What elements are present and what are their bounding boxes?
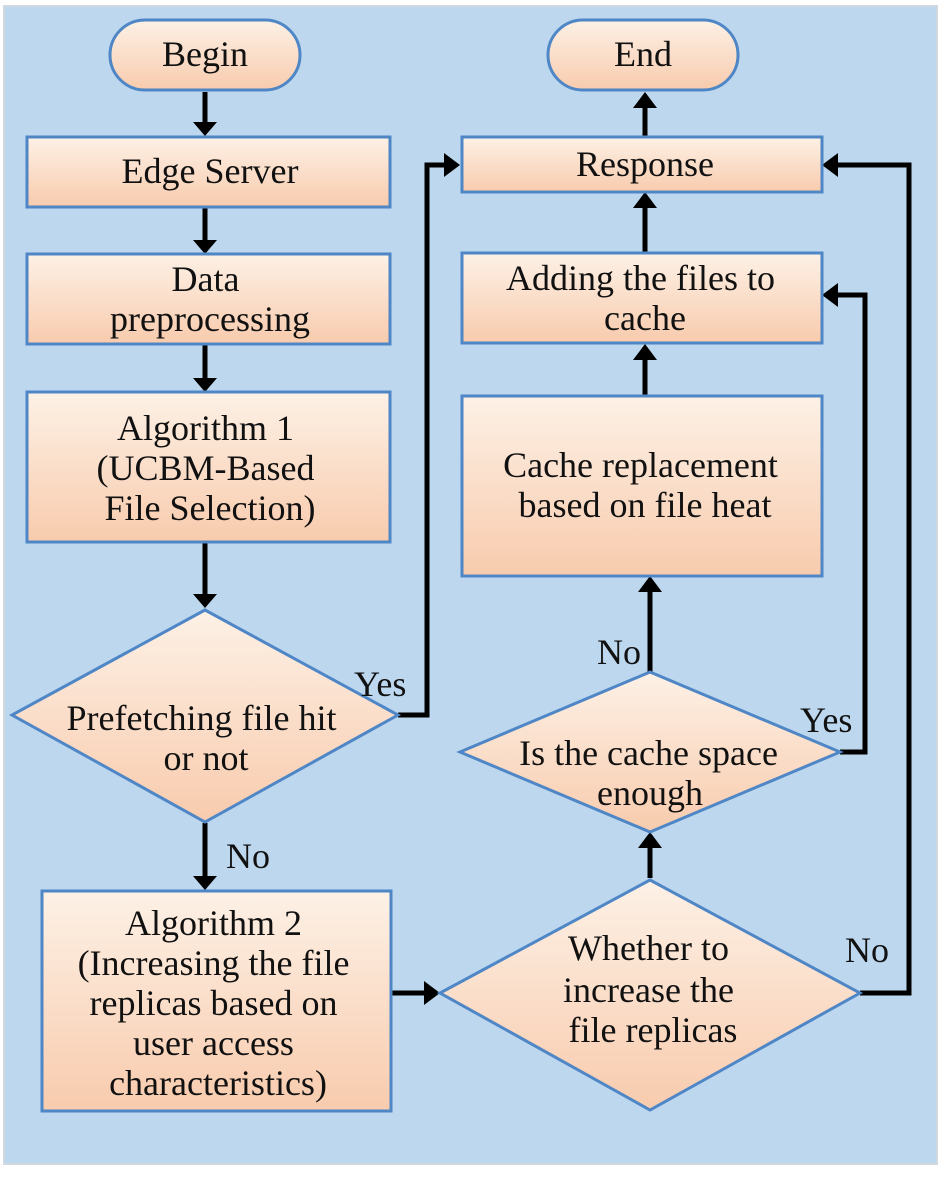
label-line: increase the <box>563 970 734 1010</box>
arrowhead <box>193 876 217 890</box>
label-line: File Selection) <box>105 488 316 528</box>
cache-space-no-label: No <box>597 632 641 672</box>
label-line: or not <box>164 738 249 778</box>
begin-terminal <box>108 18 302 92</box>
algorithm2-box <box>40 889 393 1113</box>
arrowhead <box>633 192 657 208</box>
algorithm2-label: Algorithm 2 (Increasing the file replica… <box>78 903 359 1103</box>
begin-label: Begin <box>162 34 248 74</box>
label-line: Algorithm 1 <box>117 408 294 448</box>
label-line: Adding the files to <box>506 258 775 298</box>
cache-replacement-label: Cache replacement based on file heat <box>503 445 787 525</box>
label-line: enough <box>597 773 703 813</box>
label-line: Response <box>576 144 714 184</box>
label-line: Prefetching file hit <box>67 698 337 738</box>
label-line: characteristics) <box>109 1063 327 1103</box>
label-line: replicas based on <box>90 983 338 1023</box>
arrowhead <box>638 832 662 848</box>
increase-replicas-decision-diamond <box>436 878 864 1112</box>
label-line: file replicas <box>569 1010 738 1050</box>
arrowhead <box>638 576 662 592</box>
response-label: Response <box>576 144 714 184</box>
edges <box>193 92 912 1005</box>
prefetch-decision-diamond <box>8 608 402 824</box>
arrowhead <box>822 283 838 307</box>
label-line: cache <box>604 298 686 338</box>
edge-cache-space-yes-to-adding-files <box>830 292 868 755</box>
prefetch-decision-label: Prefetching file hit or not <box>67 698 346 778</box>
prefetch-yes-label: Yes <box>354 664 406 704</box>
adding-files-label: Adding the files to cache <box>506 258 784 338</box>
arrowhead <box>193 240 217 254</box>
arrowhead <box>193 594 217 608</box>
label-line: (UCBM-Based <box>97 448 315 488</box>
increase-replicas-no-label: No <box>845 930 889 970</box>
algorithm1-box <box>25 390 392 544</box>
arrowhead <box>633 92 657 108</box>
adding-files-box <box>460 251 824 345</box>
node-labels: Begin End Edge Server Data preprocessing… <box>67 34 787 1103</box>
cache-space-yes-label: Yes <box>800 700 852 740</box>
cache-space-decision-diamond <box>456 670 844 834</box>
label-line: preprocessing <box>110 299 310 339</box>
cache-replacement-box <box>460 394 824 578</box>
label-line: End <box>614 34 672 74</box>
label-line: Cache replacement <box>503 445 778 485</box>
label-line: Edge Server <box>122 151 299 191</box>
label-line: Begin <box>162 34 248 74</box>
arrowhead <box>424 981 440 1005</box>
label-line: based on file heat <box>519 485 772 525</box>
arrowhead <box>633 344 657 360</box>
edge-increase-no-to-response <box>830 162 912 996</box>
end-terminal <box>546 18 740 92</box>
nodes <box>8 18 864 1113</box>
edge-labels: Yes No No Yes No <box>226 632 889 970</box>
arrowhead <box>193 122 217 136</box>
edge-server-label: Edge Server <box>122 151 299 191</box>
label-line: Is the cache space <box>519 733 778 773</box>
increase-replicas-decision-label: Whether to increase the file replicas <box>563 928 743 1050</box>
cache-space-decision-label: Is the cache space enough <box>519 733 787 813</box>
label-line: Data <box>172 259 240 299</box>
arrowhead <box>193 378 217 392</box>
edge-server-box <box>25 135 392 209</box>
arrowhead <box>444 153 460 177</box>
label-line: (Increasing the file <box>78 943 350 983</box>
label-line: user access <box>133 1023 294 1063</box>
arrowhead <box>822 153 838 177</box>
edge-prefetch-yes-to-response <box>398 162 452 718</box>
end-label: End <box>614 34 672 74</box>
data-preprocessing-box <box>25 252 392 346</box>
label-line: Whether to <box>568 928 729 968</box>
algorithm1-label: Algorithm 1 (UCBM-Based File Selection) <box>97 408 324 528</box>
prefetch-no-label: No <box>226 836 270 876</box>
label-line: Algorithm 2 <box>125 903 302 943</box>
data-preprocessing-label: Data preprocessing <box>110 259 310 339</box>
response-box <box>460 135 824 194</box>
